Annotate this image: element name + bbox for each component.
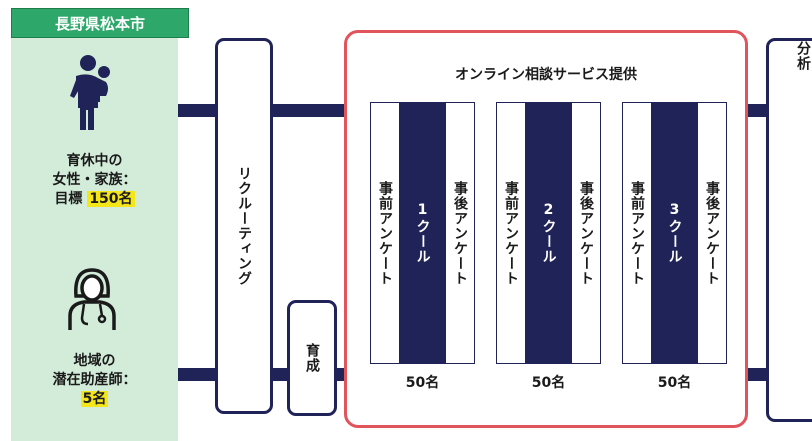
cour-3-post-survey: 事後アンケート	[697, 102, 727, 364]
group2-target-value: 5名	[80, 391, 109, 407]
cour-3: 事前アンケート 3クール 事後アンケート	[622, 102, 727, 364]
cour-2: 事前アンケート 2クール 事後アンケート	[496, 102, 601, 364]
group2-text: 地域の 潜在助産師： 5名	[11, 352, 178, 409]
group1-target-value: 150名	[87, 191, 135, 207]
cour-1-session: 1クール	[400, 102, 445, 364]
cour-1: 事前アンケート 1クール 事後アンケート	[370, 102, 475, 364]
cour-2-pre-survey: 事前アンケート	[496, 102, 526, 364]
cour-2-count: 50名	[531, 375, 566, 391]
cour-3-pre-survey: 事前アンケート	[622, 102, 652, 364]
training-label: 育成	[304, 343, 320, 373]
online-service-title: オンライン相談サービス提供	[455, 67, 637, 83]
cour-2-session: 2クール	[526, 102, 571, 364]
analysis-label: 分析	[795, 41, 811, 71]
group2-target: 5名	[11, 390, 178, 409]
training-stage: 育成	[287, 300, 337, 416]
recruiting-label: リクルーティング	[236, 166, 252, 286]
group1-target: 目標 150名	[11, 190, 178, 209]
region-title: 長野県松本市	[54, 14, 145, 33]
group1-target-prefix: 目標	[54, 191, 83, 207]
analysis-stage: 分析	[766, 38, 812, 422]
cour-2-post-survey: 事後アンケート	[571, 102, 601, 364]
group1-text: 育休中の 女性・家族： 目標 150名	[11, 152, 178, 209]
cour-3-count: 50名	[657, 375, 692, 391]
region-header: 長野県松本市	[11, 8, 189, 38]
group2-line2: 潜在助産師：	[52, 372, 137, 388]
midwife-icon	[68, 268, 116, 330]
mother-child-icon	[70, 55, 110, 130]
recruiting-stage: リクルーティング	[215, 38, 273, 414]
group1-line2: 女性・家族：	[52, 172, 137, 188]
cour-1-count: 50名	[405, 375, 440, 391]
cour-1-post-survey: 事後アンケート	[445, 102, 475, 364]
cour-1-pre-survey: 事前アンケート	[370, 102, 400, 364]
cour-3-session: 3クール	[652, 102, 697, 364]
group1-line1: 育休中の	[66, 153, 123, 169]
group2-line1: 地域の	[73, 353, 116, 369]
